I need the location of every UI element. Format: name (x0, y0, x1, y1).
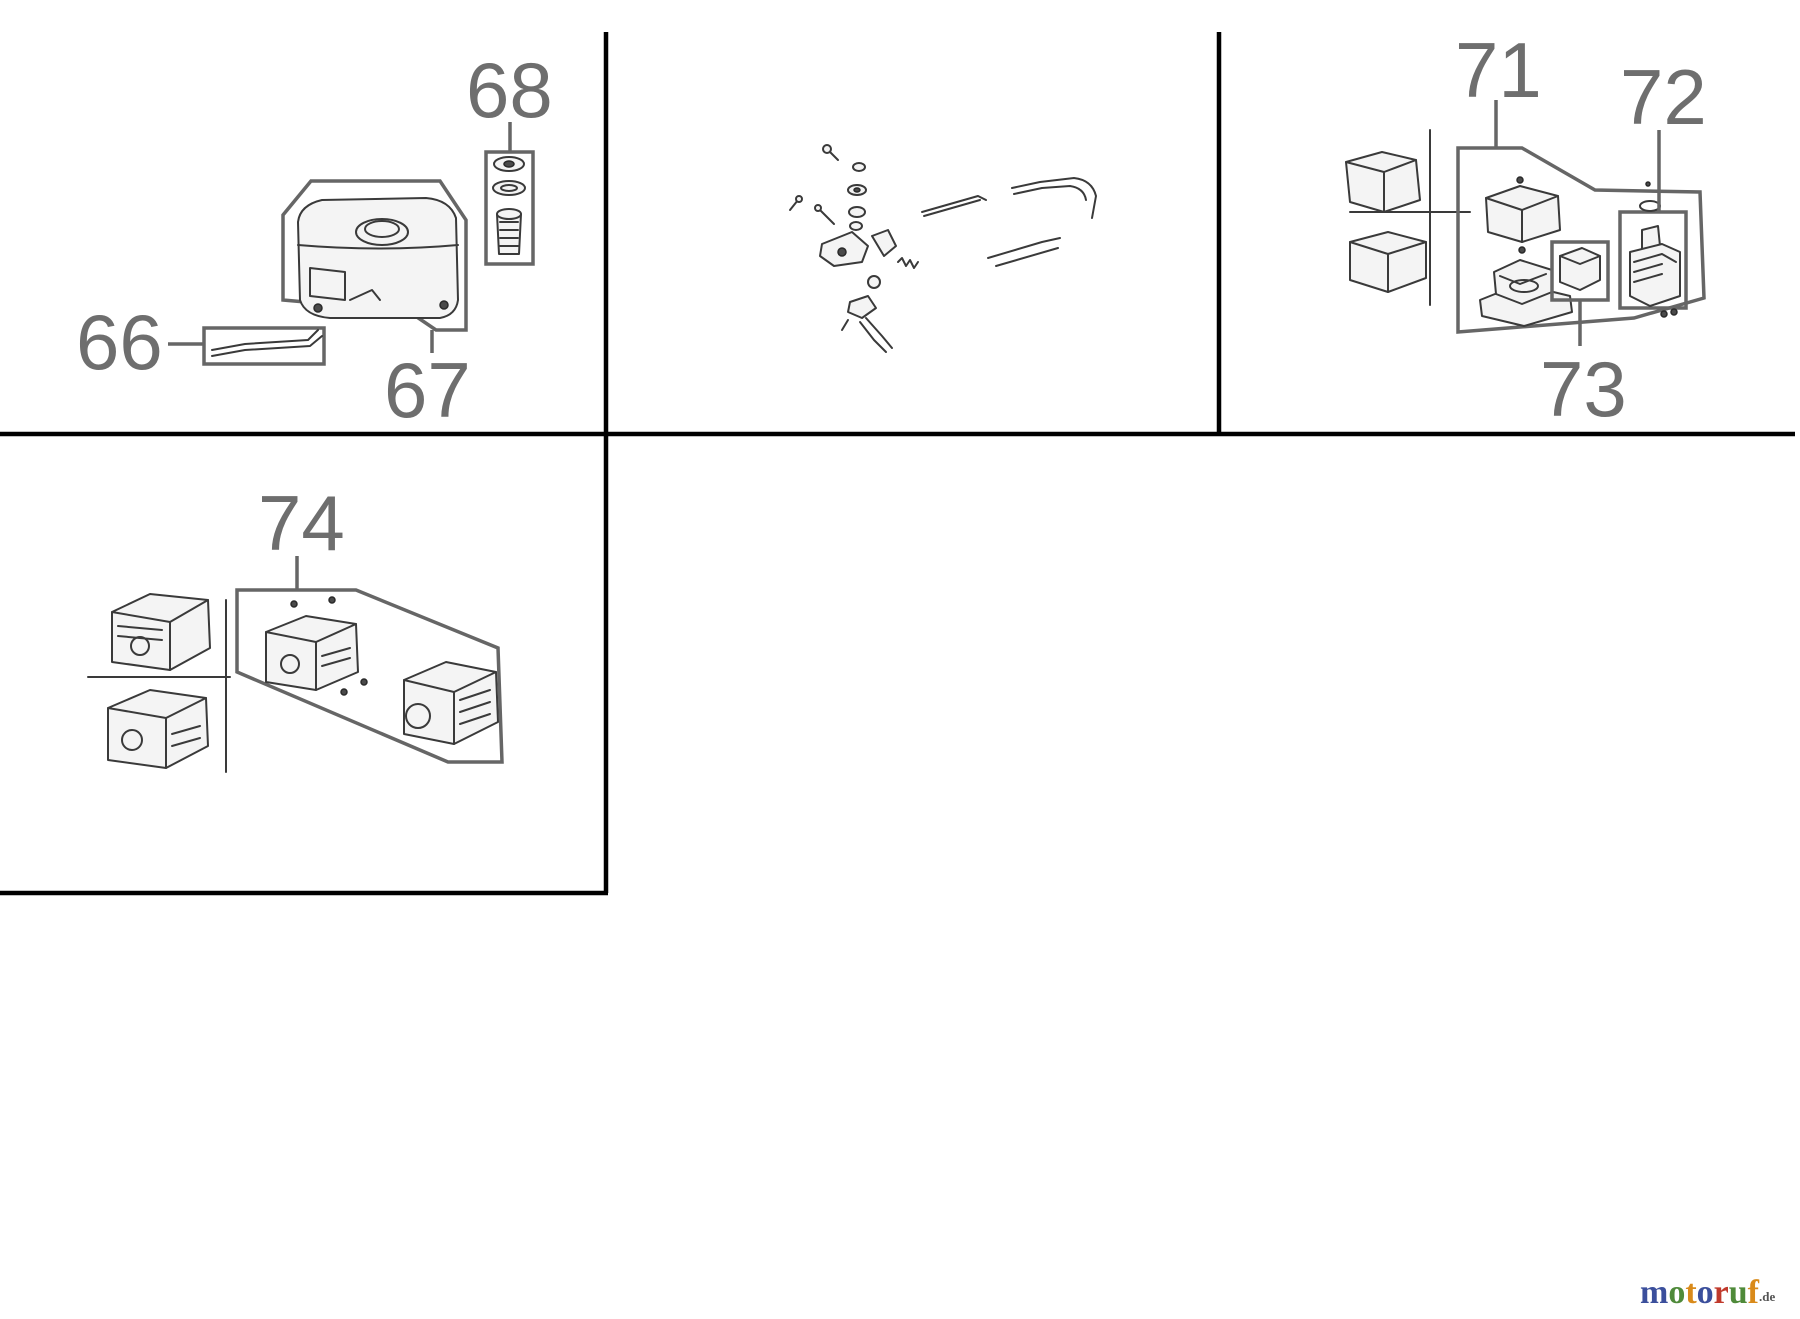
callout-73: 73 (1540, 345, 1627, 433)
muffler-drawing (265, 596, 499, 745)
filter-element-group-outline (1550, 240, 1610, 302)
panel-muffler: 74 (87, 479, 504, 773)
throttle-linkage-drawing (789, 144, 1097, 353)
callout-67: 67 (384, 346, 471, 434)
panel-air-filter: 71 72 73 (1345, 26, 1707, 433)
watermark-letter: o (1668, 1274, 1685, 1311)
callout-66: 66 (76, 298, 163, 386)
fuel-line-drawing (211, 335, 323, 357)
panel-frame (0, 32, 1795, 896)
watermark-logo: motoruf.de (1640, 1274, 1775, 1311)
oil-bath-drawing (1629, 181, 1681, 318)
watermark-text: motoruf.de (1640, 1274, 1775, 1311)
watermark-letter: f (1748, 1274, 1760, 1311)
muffler-reference-drawing (87, 593, 231, 773)
watermark-suffix: .de (1759, 1289, 1775, 1304)
callout-68: 68 (466, 46, 553, 134)
watermark-letter: t (1685, 1274, 1697, 1311)
watermark-letter: o (1697, 1274, 1714, 1311)
callout-71: 71 (1455, 26, 1542, 114)
panel-fuel-tank: 66 67 68 (76, 46, 553, 434)
air-filter-group-outline (1456, 146, 1706, 334)
callout-74: 74 (258, 479, 345, 567)
air-cleaner-drawing (1479, 176, 1573, 327)
fuel-filter-group-outline (484, 150, 535, 266)
filter-element-drawing (1559, 247, 1601, 291)
fuel-filter-drawing (492, 156, 526, 255)
muffler-group-outline (235, 588, 504, 764)
fuel-tank-drawing (297, 197, 459, 319)
callout-72: 72 (1620, 53, 1707, 141)
oil-bath-group-outline (1618, 210, 1688, 310)
watermark-letter: u (1729, 1274, 1748, 1311)
air-filter-reference-drawing (1345, 129, 1471, 306)
watermark-letter: m (1640, 1274, 1668, 1311)
panel-control-linkage (789, 144, 1097, 353)
fuel-line-group-outline (202, 326, 326, 366)
watermark-letter: r (1714, 1274, 1729, 1311)
